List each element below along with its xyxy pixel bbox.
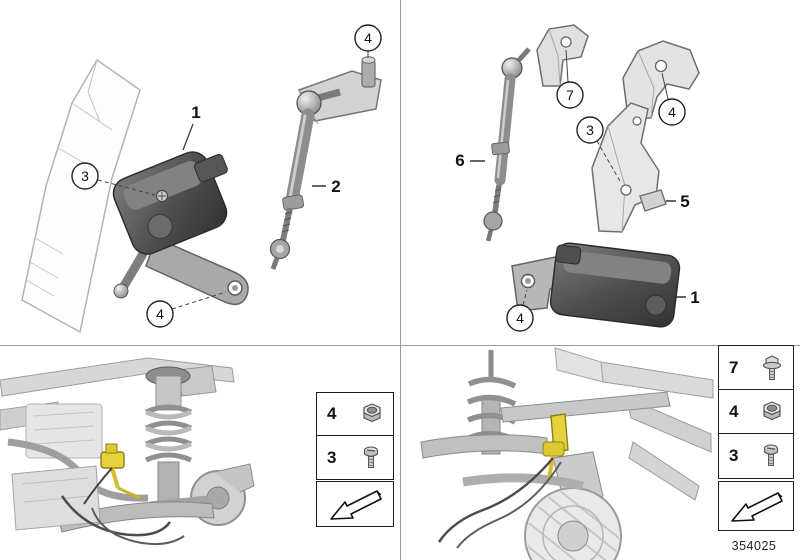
part-label-5-bracket[interactable]: 5	[666, 192, 690, 211]
callout-3-panel-screw[interactable]: 3	[71, 162, 156, 196]
direction-symbol-box-right	[718, 481, 794, 531]
part-label-5-text[interactable]: 5	[680, 192, 689, 211]
part-label-6-rod[interactable]: 6	[455, 151, 485, 170]
callout-4-pin-text[interactable]: 4	[364, 30, 372, 46]
callout-3-text[interactable]: 3	[81, 168, 89, 184]
legend-item-screw[interactable]: 3	[317, 436, 393, 479]
bracket-top-middle	[536, 24, 589, 87]
part-label-1-rear-text[interactable]: 1	[690, 288, 699, 307]
fold-arrow-icon	[330, 490, 382, 520]
callout-4-sensor-text[interactable]: 4	[516, 310, 524, 326]
front-sensor-diagram: 1 3 2	[21, 24, 382, 334]
legend-item-number: 4	[327, 404, 337, 423]
bracket-top-right	[622, 40, 700, 119]
bracket-main	[591, 102, 660, 233]
part-label-6-text[interactable]: 6	[455, 151, 464, 170]
legend-item-flange-bolt[interactable]: 7	[719, 346, 793, 390]
front-sensor-highlight	[100, 443, 141, 500]
rear-axle-illustration	[420, 347, 714, 560]
screw-icon	[763, 444, 779, 466]
drawing-number: 354025	[731, 539, 777, 553]
part-label-1-rear-sensor[interactable]: 1	[676, 288, 700, 307]
legend-item-number: 3	[729, 446, 739, 465]
hex-nut-icon	[763, 400, 781, 420]
part-label-2-text[interactable]: 2	[331, 177, 340, 196]
callout-4-bracket-bolt[interactable]: 4	[146, 291, 227, 328]
callout-4-pin[interactable]: 4	[354, 24, 382, 58]
rear-sensor-diagram: 6 7 4	[455, 24, 700, 332]
callout-4-bolt-text[interactable]: 4	[156, 306, 164, 322]
legend-middle: 4 3	[316, 392, 394, 480]
vertical-divider	[400, 0, 401, 560]
fold-arrow-icon	[731, 492, 783, 522]
callout-4-sensor-bolt[interactable]: 4	[506, 289, 534, 332]
screw-icon	[363, 445, 379, 468]
rear-height-sensor	[511, 242, 681, 328]
front-axle-location-view	[0, 357, 255, 546]
front-height-sensor	[112, 151, 249, 306]
rear-axle-location-view	[420, 347, 714, 560]
callout-4-right-text[interactable]: 4	[668, 104, 676, 120]
hex-nut-icon	[363, 403, 381, 423]
bracket-small	[639, 189, 667, 212]
callout-7-text[interactable]: 7	[566, 87, 574, 103]
part-label-2-rod[interactable]: 2	[312, 177, 341, 196]
legend-item-nut[interactable]: 4	[317, 393, 393, 436]
direction-symbol-box-middle	[316, 481, 394, 527]
linkage-rod-rear	[483, 47, 531, 242]
front-axle-illustration	[0, 357, 255, 546]
callout-7-bracket[interactable]: 7	[556, 49, 584, 109]
legend-item-number: 7	[729, 357, 739, 377]
callout-3-bracket-main[interactable]: 3	[576, 116, 622, 184]
callout-4-bracket-right[interactable]: 4	[658, 72, 686, 126]
legend-item-screw[interactable]: 3	[719, 434, 793, 478]
callout-3-main-text[interactable]: 3	[586, 122, 594, 138]
part-label-1-front-sensor[interactable]: 1	[182, 103, 201, 151]
legend-right: 7 4 3	[718, 345, 794, 479]
legend-item-number: 4	[729, 401, 739, 421]
flange-bolt-icon	[762, 354, 782, 380]
legend-item-number: 3	[327, 447, 337, 467]
legend-item-nut[interactable]: 4	[719, 390, 793, 434]
part-label-1-text[interactable]: 1	[191, 103, 200, 122]
linkage-rod-front	[269, 56, 382, 270]
